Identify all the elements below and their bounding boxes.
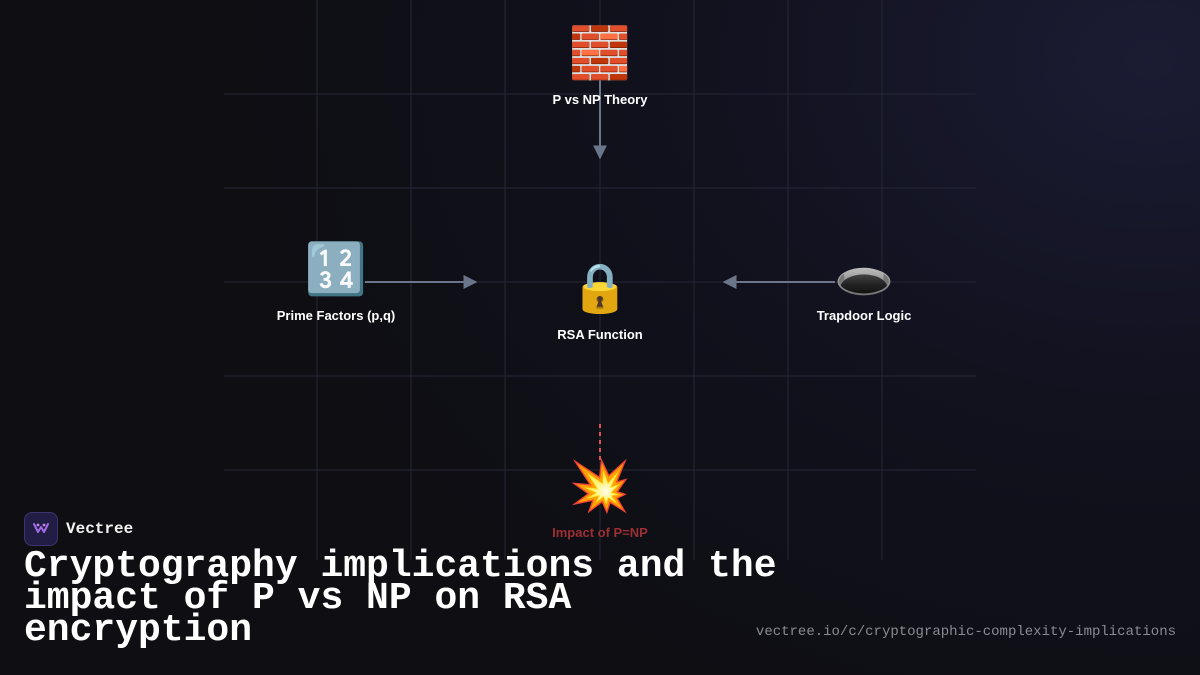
node-rsa-function[interactable]: 🔒 RSA Function [557,260,643,342]
node-trapdoor-logic[interactable]: 🕳️ Trapdoor Logic [817,246,912,323]
background-grid [224,0,976,560]
collision-icon: 💥 [569,457,631,516]
node-label-prime-factors: Prime Factors (p,q) [277,308,395,323]
brand-name: Vectree [66,520,134,538]
node-impact-p-equals-np[interactable]: 💥 Impact of P=NP [552,457,648,540]
brick-wall-icon: 🧱 [569,24,631,82]
node-prime-factors[interactable]: 🔢 Prime Factors (p,q) [277,240,395,323]
numbers-icon: 🔢 [305,240,367,298]
node-label-rsa-function: RSA Function [557,327,643,342]
node-p-vs-np-theory[interactable]: 🧱 P vs NP Theory [553,24,649,107]
source-url[interactable]: vectree.io/c/cryptographic-complexity-im… [755,624,1176,640]
node-label-p-vs-np-theory: P vs NP Theory [553,92,649,107]
node-label-impact: Impact of P=NP [552,525,648,540]
vectree-logo-icon [24,512,58,546]
brand[interactable]: Vectree [24,512,133,546]
page-title: Cryptography implications and the impact… [24,545,777,652]
node-label-trapdoor-logic: Trapdoor Logic [817,308,912,323]
hole-icon: 🕳️ [828,246,900,302]
lock-icon: 🔒 [570,260,630,316]
